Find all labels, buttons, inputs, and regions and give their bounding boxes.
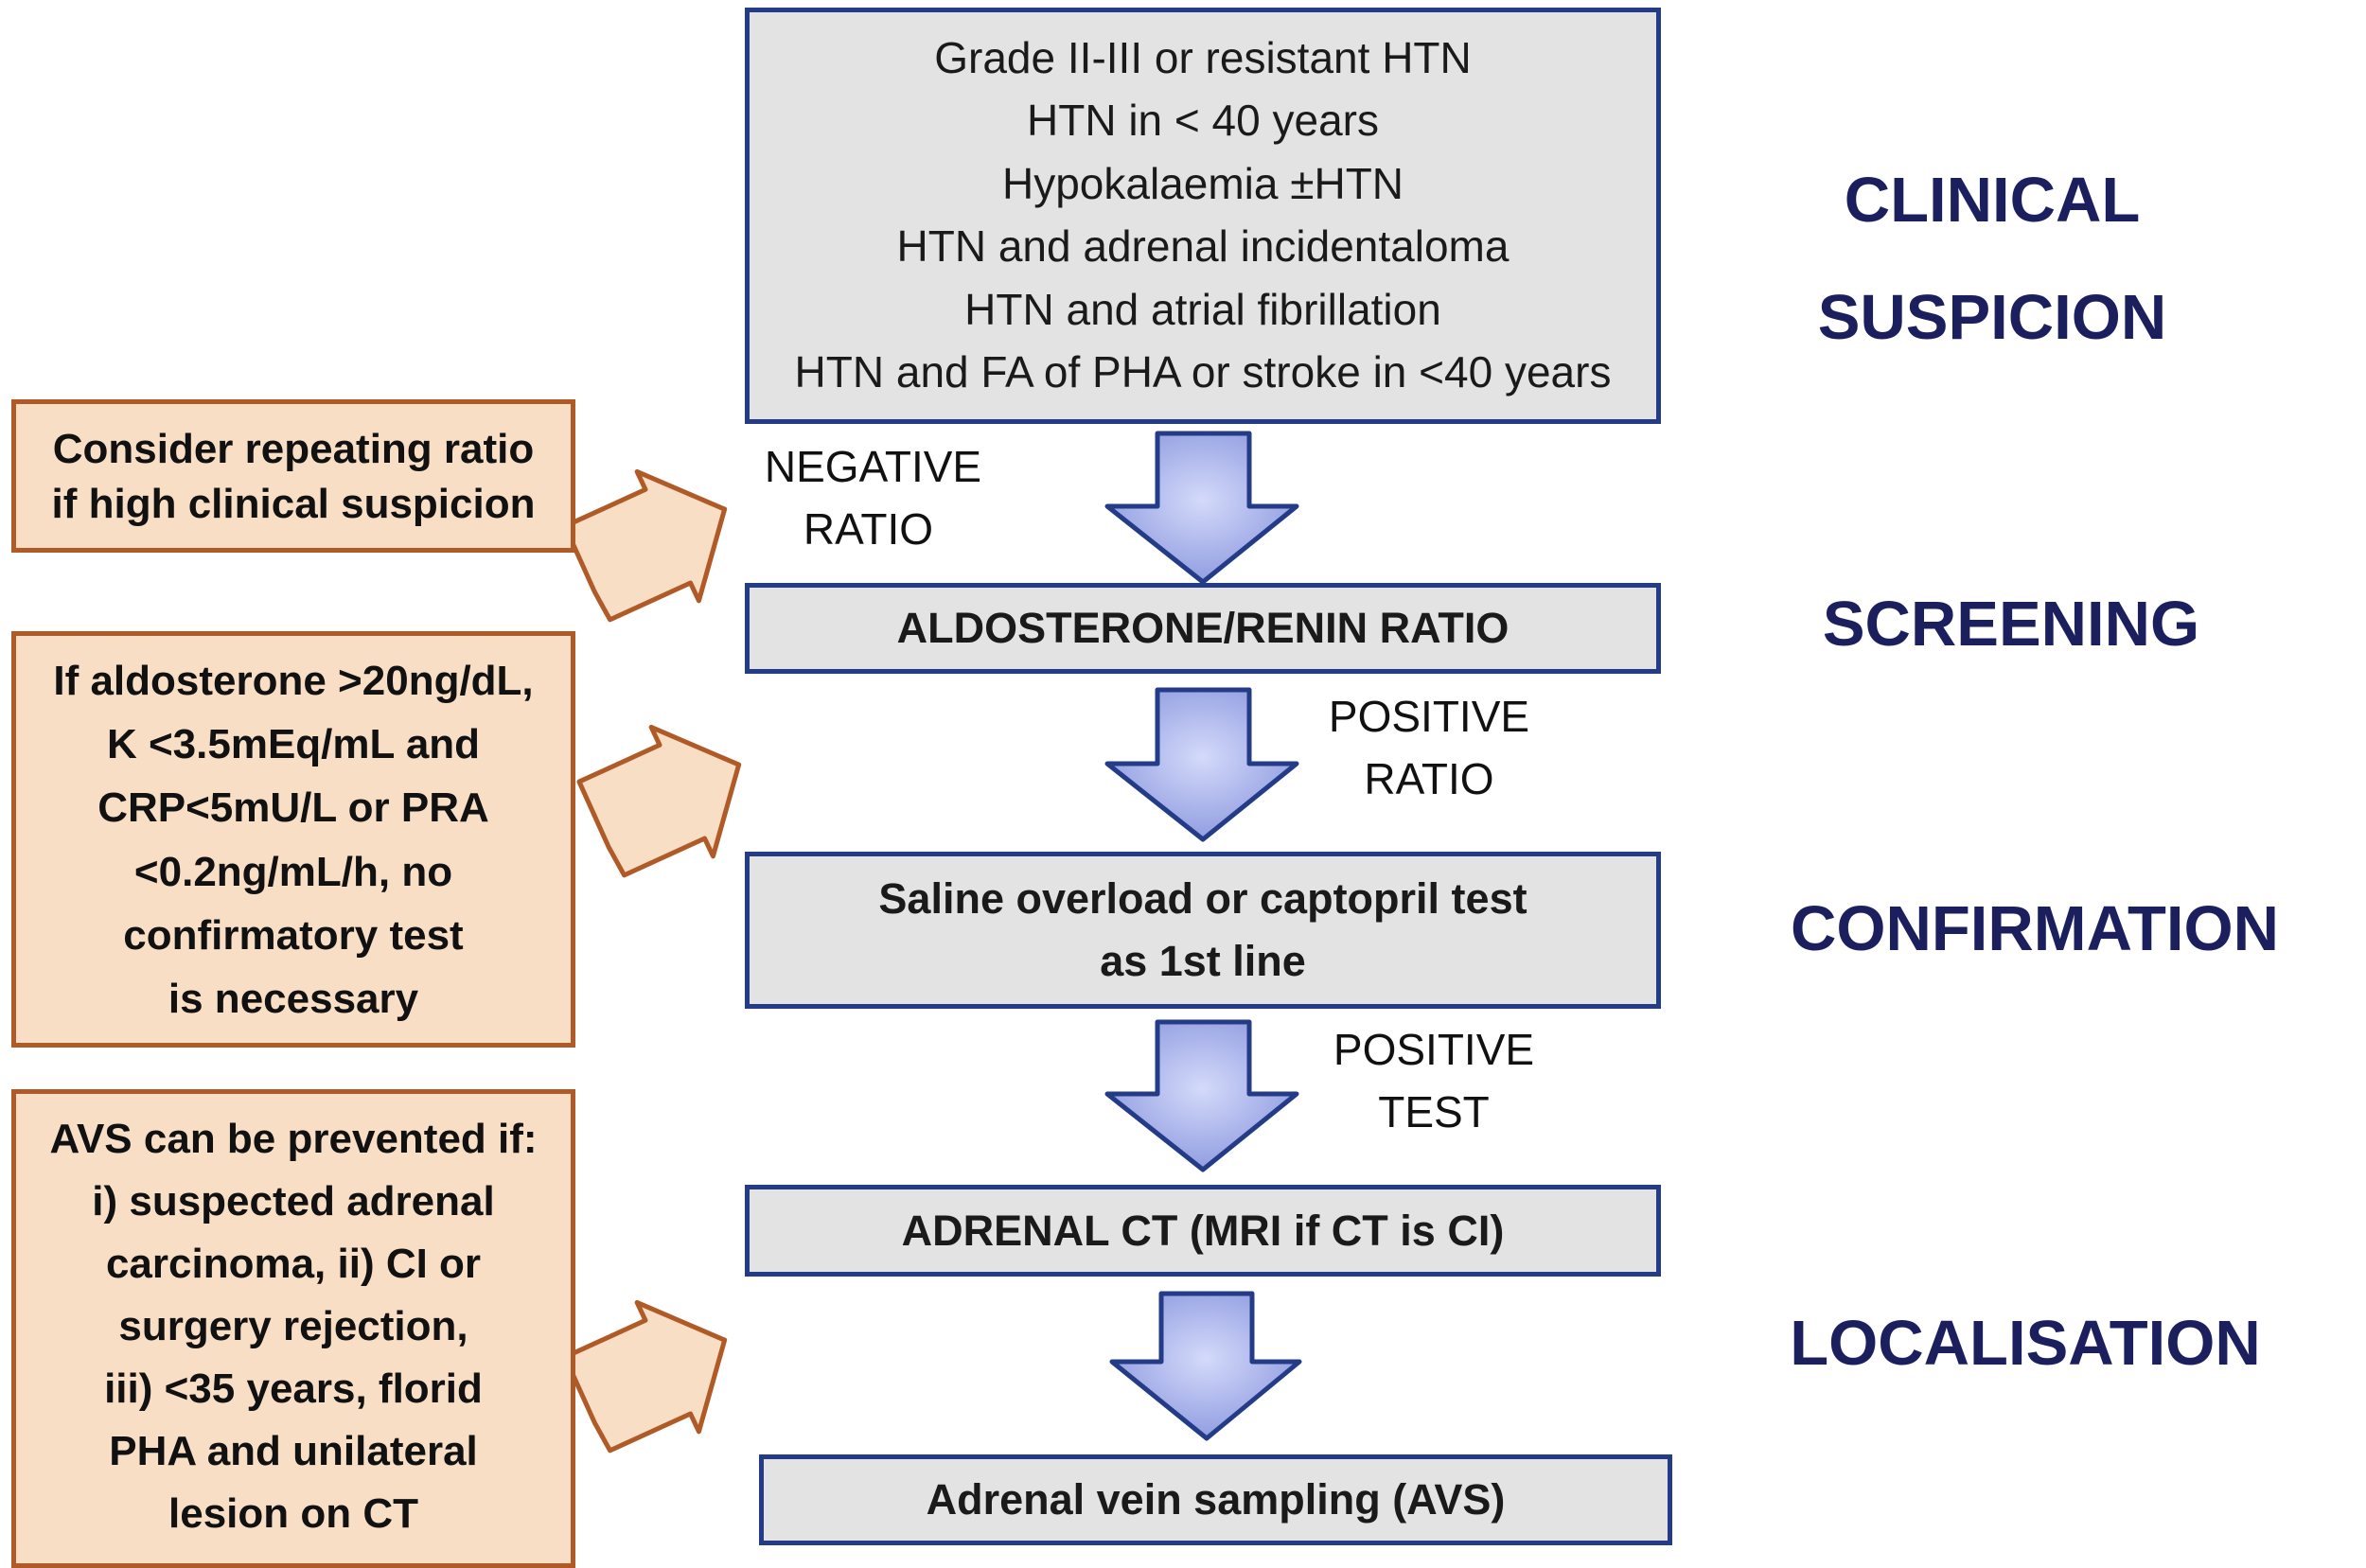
note-line: AVS can be prevented if: xyxy=(49,1116,538,1162)
arrow-label-line: POSITIVE xyxy=(1333,1025,1535,1074)
arrow-label-line: RATIO xyxy=(803,504,934,554)
note-line: iii) <35 years, florid xyxy=(104,1365,483,1412)
stage-line: LOCALISATION xyxy=(1790,1308,2261,1379)
criteria-line: HTN and atrial fibrillation xyxy=(964,284,1441,334)
criteria-line: HTN and FA of PHA or stroke in <40 years xyxy=(794,346,1612,396)
positive-test-label: POSITIVE TEST xyxy=(1306,1018,1562,1143)
stage-localisation: LOCALISATION xyxy=(1779,1306,2271,1382)
note-line: is necessary xyxy=(168,975,419,1022)
imaging-step-label: ADRENAL CT (MRI if CT is CI) xyxy=(901,1206,1505,1255)
avs-step-label: Adrenal vein sampling (AVS) xyxy=(926,1475,1506,1524)
criteria-line: HTN in < 40 years xyxy=(1027,96,1379,146)
arrow-label-line: POSITIVE xyxy=(1328,692,1530,741)
note-line: i) suspected adrenal xyxy=(92,1178,495,1224)
note-line: Consider repeating ratio xyxy=(52,426,535,472)
note-line: carcinoma, ii) CI or xyxy=(105,1241,482,1287)
stage-line: CLINICAL xyxy=(1844,165,2141,236)
note-line: if high clinical suspicion xyxy=(51,481,536,527)
arrow-label-line: RATIO xyxy=(1364,754,1494,803)
note-line: If aldosterone >20ng/dL, xyxy=(53,658,534,704)
confirmation-step-line: as 1st line xyxy=(1100,937,1306,985)
imaging-box: ADRENAL CT (MRI if CT is CI) xyxy=(745,1185,1661,1277)
note-line: confirmatory test xyxy=(123,911,464,959)
stage-line: SUSPICION xyxy=(1817,282,2167,353)
criteria-line: Hypokalaemia ±HTN xyxy=(1001,158,1404,208)
note-line: PHA and unilateral xyxy=(109,1428,478,1474)
criteria-line: HTN and adrenal incidentaloma xyxy=(896,221,1510,272)
confirmation-step-line: Saline overload or captopril test xyxy=(878,874,1527,923)
criteria-box: Grade II-III or resistant HTN HTN in < 4… xyxy=(745,8,1661,424)
down-arrow-2 xyxy=(1104,687,1299,842)
criteria-line: Grade II-III or resistant HTN xyxy=(934,33,1472,82)
avs-box: Adrenal vein sampling (AVS) xyxy=(759,1454,1672,1545)
screening-step-label: ALDOSTERONE/RENIN RATIO xyxy=(896,604,1510,652)
down-arrow-4 xyxy=(1109,1291,1302,1441)
down-arrow-3 xyxy=(1104,1019,1299,1172)
stage-clinical-suspicion: CLINICAL SUSPICION xyxy=(1779,142,2205,377)
screening-box: ALDOSTERONE/RENIN RATIO xyxy=(745,583,1661,674)
side-arrow-confirm xyxy=(576,724,742,878)
note-no-confirmatory-test: If aldosterone >20ng/dL, K <3.5mEq/mL an… xyxy=(11,631,575,1048)
arrow-label-line: NEGATIVE xyxy=(764,442,982,491)
negative-ratio-label: NEGATIVE RATIO xyxy=(757,435,989,560)
positive-ratio-label: POSITIVE RATIO xyxy=(1306,685,1552,810)
note-line: <0.2ng/mL/h, no xyxy=(133,848,453,895)
side-arrow-negative xyxy=(562,468,728,623)
arrow-label-line: TEST xyxy=(1378,1087,1490,1136)
stage-confirmation: CONFIRMATION xyxy=(1779,891,2290,967)
note-line: lesion on CT xyxy=(168,1490,418,1537)
confirmation-box: Saline overload or captopril test as 1st… xyxy=(745,852,1661,1009)
note-line: CRP<5mU/L or PRA xyxy=(97,784,489,832)
side-arrow-avs xyxy=(562,1299,728,1453)
stage-line: SCREENING xyxy=(1822,589,2200,660)
note-avs-prevented: AVS can be prevented if: i) suspected ad… xyxy=(11,1089,575,1568)
stage-screening: SCREENING xyxy=(1798,587,2224,662)
note-repeat-ratio: Consider repeating ratio if high clinica… xyxy=(11,399,575,553)
note-line: K <3.5mEq/mL and xyxy=(106,721,481,768)
note-line: surgery rejection, xyxy=(118,1303,468,1349)
down-arrow-1 xyxy=(1104,431,1299,585)
stage-line: CONFIRMATION xyxy=(1790,893,2280,964)
